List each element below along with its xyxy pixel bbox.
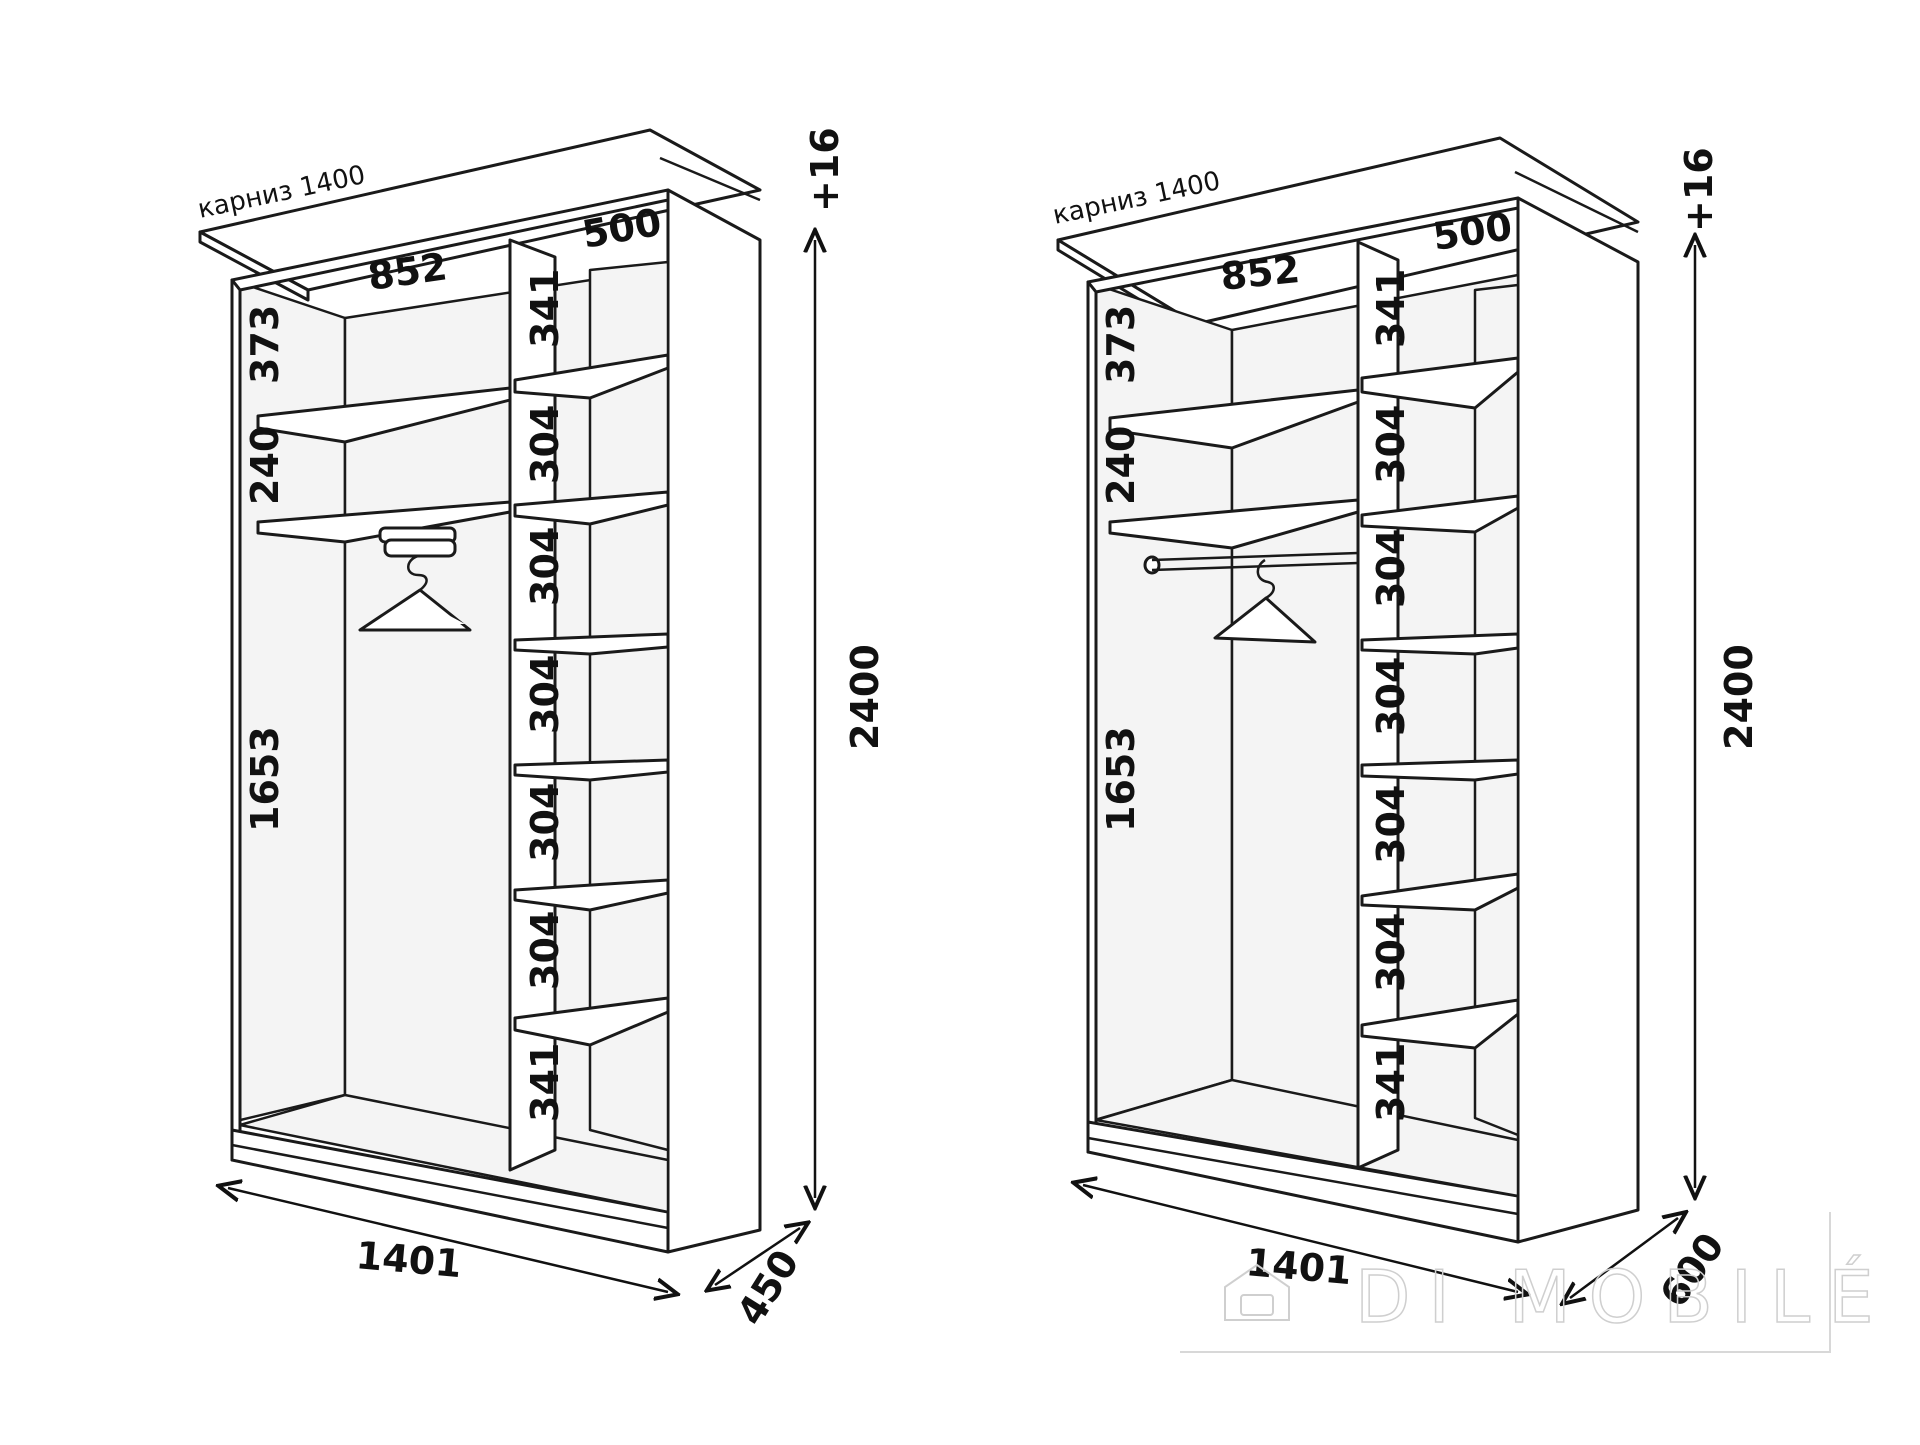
shelf-height-6-left: 304 [523,911,567,990]
shelf-height-1-right: 341 [1369,269,1413,348]
shelf-height-2-left: 304 [523,405,567,484]
width-label-right: 1401 [1244,1240,1353,1293]
back-wall-left [230,278,347,1124]
shelf-height-1-left: 341 [523,269,567,348]
left-height-240-right: 240 [1099,426,1143,505]
watermark: DI MOBILÉ [1180,1212,1892,1353]
divider-panel-right [1356,240,1400,1170]
left-height-373-left: 373 [243,305,287,384]
shelf-height-3-left: 304 [523,527,567,606]
hanging-rod [1143,551,1359,644]
shelf-left-1 [256,386,512,444]
top-width-label-right: 852 [1218,247,1301,299]
left-height-240-left: 240 [243,426,287,505]
watermark-text: DI MOBILÉ [1355,1255,1892,1339]
width-dimension-right [1083,1185,1518,1292]
wardrobe-right: карниз 1400 852 500 373 240 1653 341 304… [1050,136,1761,1315]
depth-dimension-right [1570,1218,1678,1298]
shelf-height-5-left: 304 [523,783,567,862]
shelf-right-1 [1108,388,1360,450]
plus-label-left: +16 [803,127,847,212]
height-label-left: 2400 [843,644,887,750]
left-height-1653-right: 1653 [1099,726,1143,832]
pull-out-hanger [358,526,472,632]
depth-dimension-left [715,1228,800,1285]
shelf-right-2 [1108,498,1360,550]
shelf-height-6-right: 304 [1369,913,1413,992]
side-panel-right [1516,196,1640,1244]
width-dimension-left [228,1188,668,1292]
wardrobe-left: карниз 1400 852 500 373 240 1653 341 304… [195,127,887,1333]
shelf-height-4-left: 304 [523,655,567,734]
shelves-right-right [1360,356,1520,1050]
home-icon [1224,1263,1290,1321]
height-label-right: 2400 [1717,644,1761,750]
left-height-373-right: 373 [1099,305,1143,384]
plus-label-right: +16 [1677,147,1721,232]
shelves-right-left [513,353,670,1047]
left-height-1653-left: 1653 [243,726,287,832]
bottom-panel-right [1094,1078,1520,1198]
top-width-label-left: 852 [365,244,450,299]
shelf-height-7-right: 341 [1369,1043,1413,1122]
shelf-height-2-right: 304 [1369,405,1413,484]
top-depth-label-right: 500 [1430,204,1515,259]
depth-label-left: 450 [728,1242,807,1333]
shelf-height-3-right: 304 [1369,529,1413,608]
width-label-left: 1401 [354,1233,463,1286]
divider-panel-left [508,238,557,1172]
shelf-height-4-right: 304 [1369,657,1413,736]
shelf-height-5-right: 304 [1369,785,1413,864]
side-panel-left [666,188,762,1254]
shelf-height-7-left: 341 [523,1043,567,1122]
